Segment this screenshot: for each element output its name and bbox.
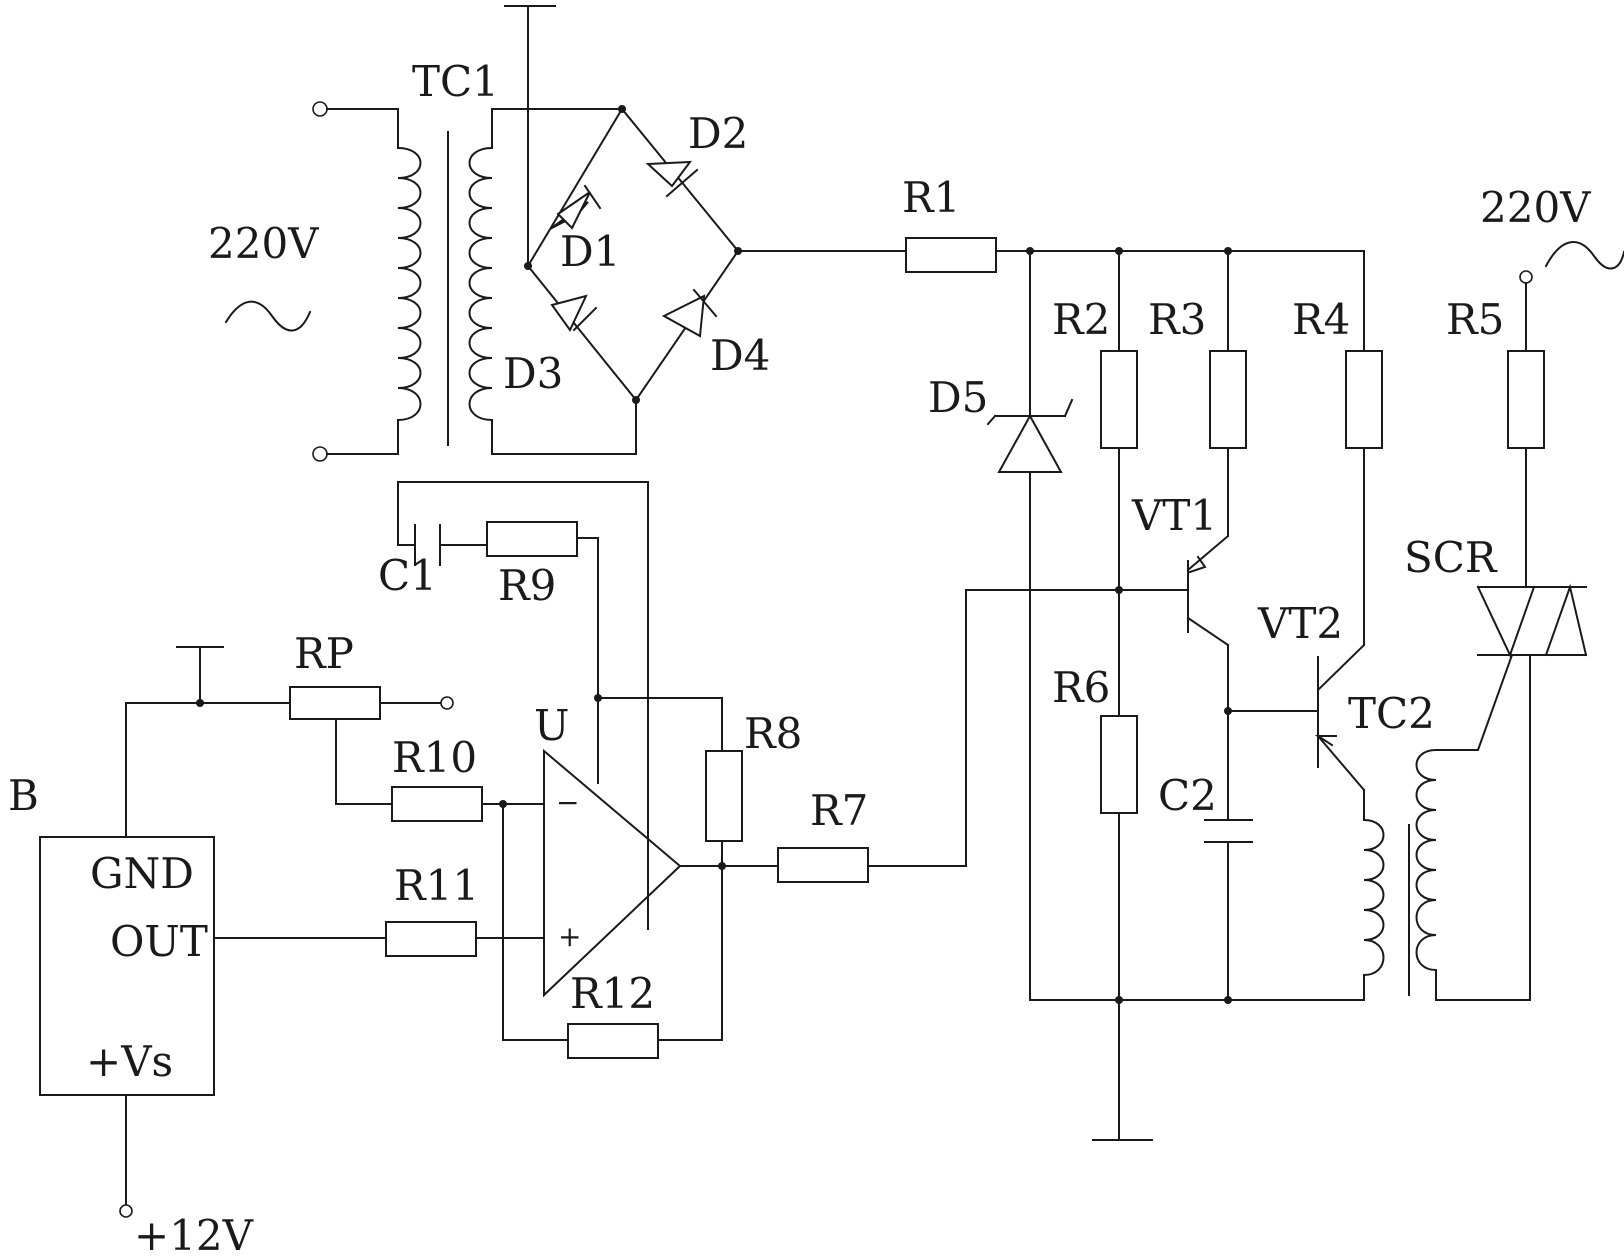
label-d5: D5: [928, 373, 988, 422]
label-u: U: [534, 701, 569, 750]
label-r2: R2: [1052, 295, 1110, 344]
diode-d4: [661, 288, 718, 338]
ac-output-terminal: [1519, 270, 1533, 284]
bridge-rectifier: [524, 105, 742, 404]
label-r4: R4: [1292, 295, 1350, 344]
label-out: OUT: [110, 917, 208, 966]
transformer-tc1: [224, 101, 637, 462]
diode-d3: [550, 294, 598, 332]
rp-terminal: [440, 696, 454, 710]
resistor-r12: [567, 1023, 659, 1059]
label-r8: R8: [744, 709, 802, 758]
label-scr: SCR: [1404, 533, 1498, 582]
label-220v-output: 220V: [1480, 183, 1591, 232]
tc1-secondary-coil: [468, 146, 494, 422]
label-r9: R9: [498, 561, 556, 610]
label-b: B: [8, 771, 39, 820]
label-c1: C1: [378, 551, 437, 600]
label-r6: R6: [1052, 663, 1110, 712]
potentiometer-rp: [289, 686, 381, 720]
label-vs: +Vs: [86, 1037, 173, 1086]
transistor-vt1: [1118, 534, 1230, 647]
label-vt2: VT2: [1257, 599, 1343, 648]
triac-scr: [1476, 583, 1588, 658]
ac-input-sine-icon: [224, 300, 312, 332]
capacitor-c2: [1204, 819, 1253, 843]
label-minus-input: −: [556, 786, 579, 819]
resistor-r10: [391, 786, 483, 822]
label-d3: D3: [503, 349, 563, 398]
label-gnd: GND: [90, 849, 194, 898]
label-rp: RP: [294, 629, 354, 678]
ac-input-terminal-top: [312, 101, 328, 117]
resistor-r11: [385, 921, 477, 957]
ac-output-sine-icon: [1544, 241, 1624, 270]
resistor-r3: [1209, 350, 1247, 449]
op-amp-u: [543, 748, 682, 998]
label-r7: R7: [810, 786, 868, 835]
supply-terminal-12v: [119, 1204, 133, 1218]
label-c2: C2: [1158, 771, 1217, 820]
resistor-r6: [1100, 715, 1138, 814]
sensor-block-b: [39, 836, 215, 1096]
label-r1: R1: [902, 173, 960, 222]
label-r11: R11: [394, 861, 479, 910]
label-plus-input: +: [558, 920, 581, 953]
label-tc2: TC2: [1348, 689, 1435, 738]
resistor-r8: [705, 750, 743, 842]
label-d1: D1: [560, 227, 620, 276]
label-r5: R5: [1446, 295, 1504, 344]
zener-diode-d5: [986, 250, 1074, 1001]
label-r3: R3: [1148, 295, 1206, 344]
resistor-r7: [777, 847, 869, 883]
transistor-vt2: [1314, 643, 1366, 792]
label-r12: R12: [570, 969, 655, 1018]
label-d2: D2: [688, 109, 748, 158]
diode-d1: [549, 184, 602, 230]
pulse-transformer-tc2: [1362, 653, 1531, 1001]
resistor-r4: [1345, 350, 1383, 449]
tc1-primary-coil: [396, 146, 422, 422]
resistor-r9: [486, 521, 578, 557]
diode-d2: [645, 160, 699, 198]
resistor-r5: [1507, 350, 1545, 449]
label-tc1: TC1: [412, 57, 499, 106]
label-vt1: VT1: [1131, 491, 1217, 540]
label-12v: +12V: [134, 1211, 254, 1256]
resistor-r1: [905, 237, 997, 273]
ac-input-terminal-bottom: [312, 446, 328, 462]
label-d4: D4: [710, 331, 770, 380]
label-r10: R10: [392, 733, 477, 782]
label-220v-input: 220V: [208, 219, 319, 268]
resistor-r2: [1100, 350, 1138, 449]
